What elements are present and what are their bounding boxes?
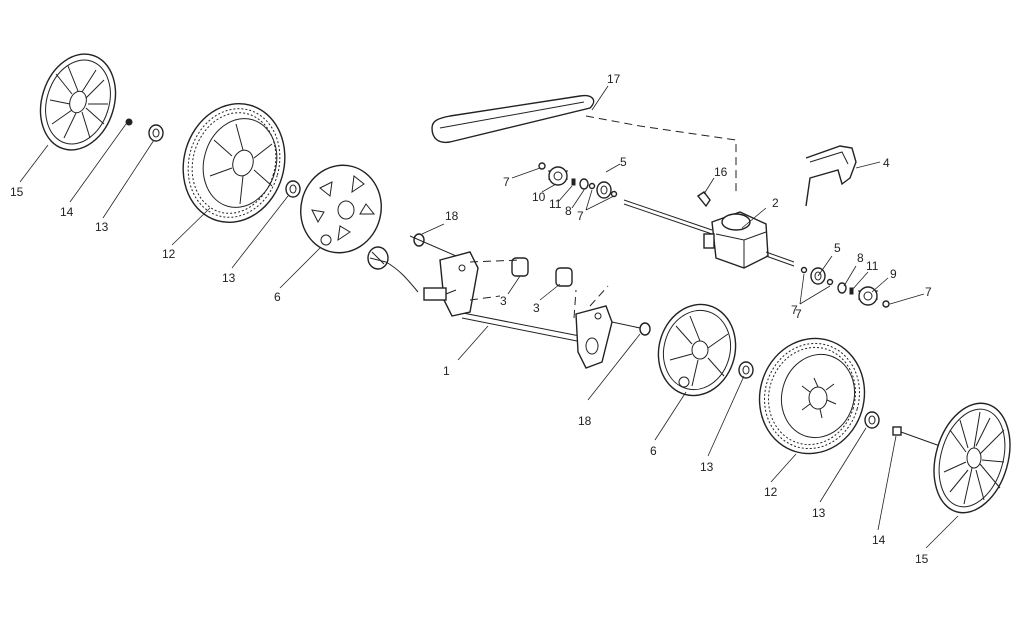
nut-right-14 [892, 426, 902, 436]
bearing-left-outer [148, 124, 164, 142]
bushing-b [555, 267, 573, 287]
callout-12-right: 12 [764, 485, 778, 499]
bracket [805, 145, 857, 207]
callout-15-left: 15 [10, 185, 24, 199]
tire-right [758, 337, 866, 455]
wheel-gear-left [300, 164, 382, 254]
callout-13-c: 13 [700, 460, 714, 474]
callout-7-d: 7 [925, 285, 932, 299]
washer-8-left [579, 178, 589, 190]
callout-18-left: 18 [445, 209, 459, 223]
callout-6-left: 6 [274, 290, 281, 304]
callout-4: 4 [883, 156, 890, 170]
callout-6-right: 6 [650, 444, 657, 458]
snap-ring-7-right-a [800, 266, 808, 274]
callout-8-right: 8 [857, 251, 864, 265]
drive-shaft [623, 199, 795, 267]
callout-13-a: 13 [95, 220, 109, 234]
wheel-gear-right [657, 303, 737, 397]
pin-11-left [571, 178, 576, 186]
callout-3-a: 3 [500, 294, 507, 308]
callout-13-b: 13 [222, 271, 236, 285]
callout-5-upper: 5 [620, 155, 627, 169]
callout-8-left: 8 [565, 204, 572, 218]
pinion-gear-10 [548, 166, 568, 186]
callout-17: 17 [607, 72, 621, 86]
callout-12-left: 12 [162, 247, 176, 261]
callout-1: 1 [443, 364, 450, 378]
callout-14-left: 14 [60, 205, 74, 219]
callout-3-b: 3 [533, 301, 540, 315]
callout-16: 16 [714, 165, 728, 179]
callout-18-right: 18 [578, 414, 592, 428]
callout-9: 9 [890, 267, 897, 281]
pin-11-right [849, 287, 854, 295]
washer-right [639, 322, 651, 336]
bearing-right-outer [864, 411, 880, 429]
callout-5-lower: 5 [834, 241, 841, 255]
tire-left [182, 103, 286, 223]
callout-labels: 1 2 3 3 4 5 5 6 6 7 7 7 7 7 8 8 9 10 11 … [10, 72, 932, 566]
callout-2: 2 [772, 196, 779, 210]
callout-13-d: 13 [812, 506, 826, 520]
snap-ring-7-left-b [610, 190, 618, 198]
leader-lines [19, 85, 959, 549]
snap-ring-7-upper-left [538, 162, 546, 170]
bearing-left-inner [285, 180, 301, 198]
gearbox [703, 211, 769, 269]
spring-clip [696, 191, 711, 208]
callout-11-left: 11 [549, 197, 562, 211]
snap-ring-7-right-c [882, 300, 890, 308]
callout-7-b: 7 [577, 209, 584, 223]
snap-ring-7-right-b [826, 278, 834, 286]
callout-7-e: 7 [795, 307, 802, 321]
hubcap-right [933, 402, 1011, 514]
callout-14-right: 14 [872, 533, 886, 547]
callout-10: 10 [532, 190, 546, 204]
hubcap-left [39, 53, 117, 151]
snap-ring-7-left-a [588, 182, 596, 190]
callout-7-c: 7 [791, 303, 798, 317]
drive-belt [431, 94, 595, 144]
nut-left-14 [125, 118, 133, 126]
callout-15-right: 15 [915, 552, 929, 566]
callout-7-a: 7 [503, 175, 510, 189]
callout-11-right: 11 [866, 259, 879, 273]
bearing-right-inner [738, 361, 754, 379]
bearing-5-left [596, 181, 612, 199]
axle-assembly [367, 235, 613, 369]
